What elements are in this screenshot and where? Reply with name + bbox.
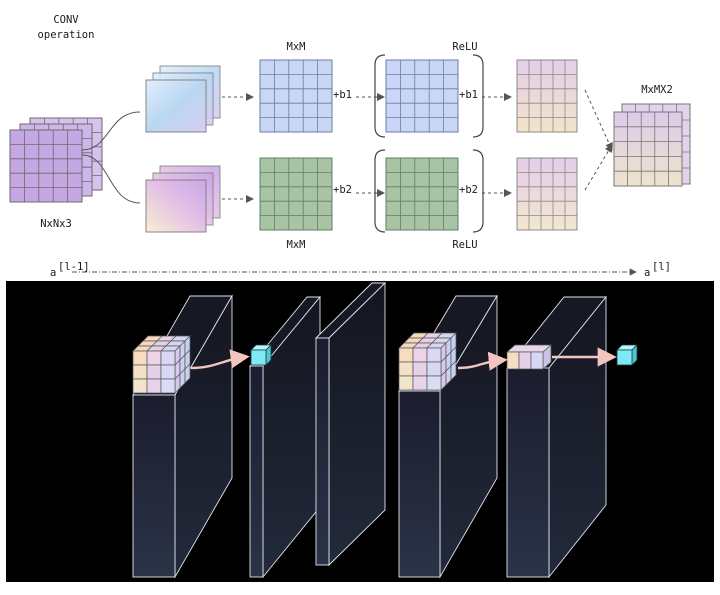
relu-label-bottom: ReLU	[452, 239, 477, 251]
mxm-label-bottom: MxM	[287, 239, 306, 251]
filter-stack-bottom	[145, 165, 221, 233]
pink-arrow-2	[457, 351, 508, 371]
filter-stack-top	[145, 65, 221, 133]
output-label: MxMX2	[641, 84, 673, 96]
arrow-out-to-final-top	[584, 89, 613, 151]
input-label: NxNx3	[40, 218, 72, 230]
conv-label-line1: CONV	[53, 14, 79, 26]
filter-cube-1	[132, 335, 191, 394]
branch-curve-top	[81, 111, 141, 151]
conv-slab-3	[314, 281, 387, 567]
filter-strip-slab5	[506, 344, 552, 370]
relu-bracket-right-top	[472, 54, 484, 138]
filter-cube-2	[398, 332, 457, 391]
relu-output-grid-top	[516, 59, 578, 133]
a-left-sup: [l-1]	[58, 261, 90, 273]
relu-output-grid-bottom	[516, 157, 578, 231]
arrow-out-to-final-bottom	[584, 144, 613, 191]
pink-arrow-1	[190, 349, 250, 370]
a-right-sup: [l]	[652, 261, 671, 273]
relu-grid-bottom	[385, 157, 459, 231]
conv-slab-2	[249, 295, 321, 579]
mxm-grid-top	[259, 59, 333, 133]
relu-grid-top	[385, 59, 459, 133]
final-output-volume	[613, 103, 691, 187]
bias2-label-a: +b2	[333, 184, 352, 196]
a-right-base: a	[644, 267, 650, 279]
conv-label-line2: operation	[38, 29, 95, 41]
branch-curve-bottom	[81, 154, 141, 204]
cyan-cube-1	[250, 344, 272, 366]
bias1-label-b: +b1	[459, 89, 478, 101]
cyan-cube-2	[616, 344, 638, 366]
bias1-label-a: +b1	[333, 89, 352, 101]
cnn-3d-panel	[6, 281, 714, 582]
relu-bracket-right-bottom	[472, 149, 484, 233]
mxm-label-top: MxM	[287, 41, 306, 53]
relu-bracket-left-bottom	[374, 149, 386, 233]
relu-label-top: ReLU	[452, 41, 477, 53]
a-left-base: a	[50, 267, 56, 279]
relu-bracket-left-top	[374, 54, 386, 138]
input-volume	[9, 117, 103, 203]
bias2-label-b: +b2	[459, 184, 478, 196]
mxm-grid-bottom	[259, 157, 333, 231]
top-diagram: CONV operation NxNx3 MxM MxM ReLU ReLU +…	[9, 14, 691, 279]
